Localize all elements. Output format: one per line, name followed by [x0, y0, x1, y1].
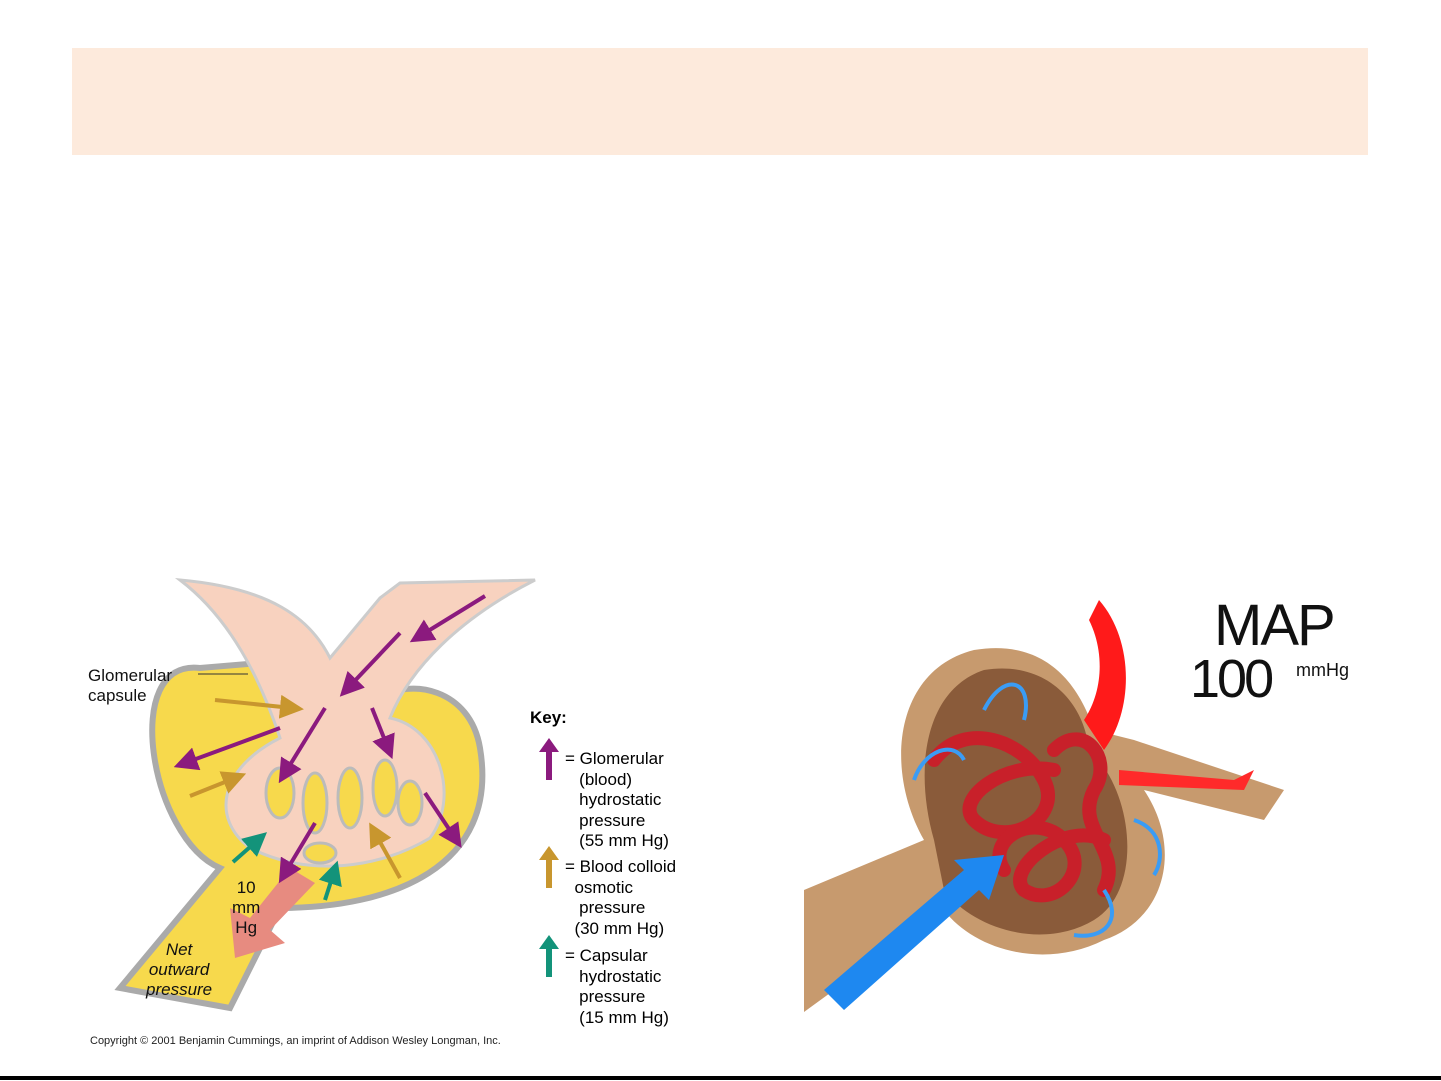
glomerulus-map-illustration — [804, 590, 1368, 1012]
net-pressure-label: Net outward pressure — [146, 940, 213, 999]
key-text: = Glomerular (blood) hydrostatic pressur… — [565, 749, 669, 850]
copyright-text: Copyright © 2001 Benjamin Cummings, an i… — [90, 1035, 501, 1047]
map-label: MAP — [1214, 593, 1336, 658]
glomerular-filtration-diagram: Glomerular capsule 10 mm Hg Net outward … — [80, 578, 560, 1028]
map-unit: mmHg — [1296, 660, 1349, 680]
key-text: = Blood colloid osmotic pressure (30 mm … — [565, 857, 677, 938]
bottom-border — [0, 1076, 1441, 1080]
key-text: = Capsular hydrostatic pressure (15 mm H… — [565, 946, 669, 1027]
map-value: 100 — [1190, 649, 1274, 709]
purple-arrow-icon — [539, 738, 559, 780]
capsule-label: Glomerular capsule — [88, 666, 173, 705]
net-pressure-value: 10 mm Hg — [232, 878, 261, 937]
key-title: Key: — [530, 708, 567, 727]
title-band — [72, 48, 1368, 155]
teal-arrow-icon — [539, 935, 559, 977]
gold-arrow-icon — [539, 846, 559, 888]
